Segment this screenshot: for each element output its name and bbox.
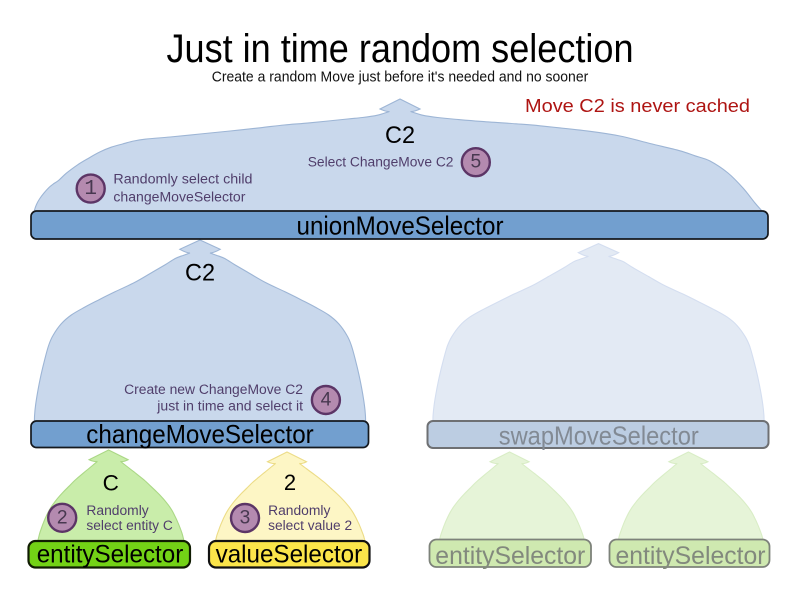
svg-text:Randomly: Randomly xyxy=(268,503,331,519)
svg-text:C: C xyxy=(103,471,119,496)
svg-text:unionMoveSelector: unionMoveSelector xyxy=(297,212,504,240)
svg-text:Create a random Move just befo: Create a random Move just before it's ne… xyxy=(212,69,589,85)
svg-text:2: 2 xyxy=(57,507,68,528)
svg-text:Randomly select child: Randomly select child xyxy=(113,172,252,188)
svg-text:entitySelector: entitySelector xyxy=(37,540,184,568)
svg-text:3: 3 xyxy=(240,508,251,529)
svg-text:Create new ChangeMove C2: Create new ChangeMove C2 xyxy=(124,382,303,398)
svg-text:valueSelector: valueSelector xyxy=(216,540,363,568)
svg-text:Move C2 is never cached: Move C2 is never cached xyxy=(525,95,750,116)
svg-text:changeMoveSelector: changeMoveSelector xyxy=(113,190,245,206)
svg-text:entitySelector: entitySelector xyxy=(435,542,585,570)
svg-text:2: 2 xyxy=(284,470,296,495)
svg-text:entitySelector: entitySelector xyxy=(616,542,766,570)
svg-text:select entity C: select entity C xyxy=(86,518,172,534)
svg-text:changeMoveSelector: changeMoveSelector xyxy=(86,419,314,449)
svg-text:C2: C2 xyxy=(185,260,215,287)
svg-text:Select ChangeMove C2: Select ChangeMove C2 xyxy=(308,155,454,171)
svg-text:select value 2: select value 2 xyxy=(268,518,352,534)
svg-text:Just in time random selection: Just in time random selection xyxy=(167,26,634,71)
svg-text:4: 4 xyxy=(321,390,332,411)
svg-text:5: 5 xyxy=(470,152,481,173)
svg-text:just in time and select it: just in time and select it xyxy=(156,398,303,414)
svg-text:1: 1 xyxy=(84,178,97,201)
svg-text:Randomly: Randomly xyxy=(86,503,149,519)
svg-text:swapMoveSelector: swapMoveSelector xyxy=(499,422,699,450)
svg-text:C2: C2 xyxy=(385,122,415,149)
